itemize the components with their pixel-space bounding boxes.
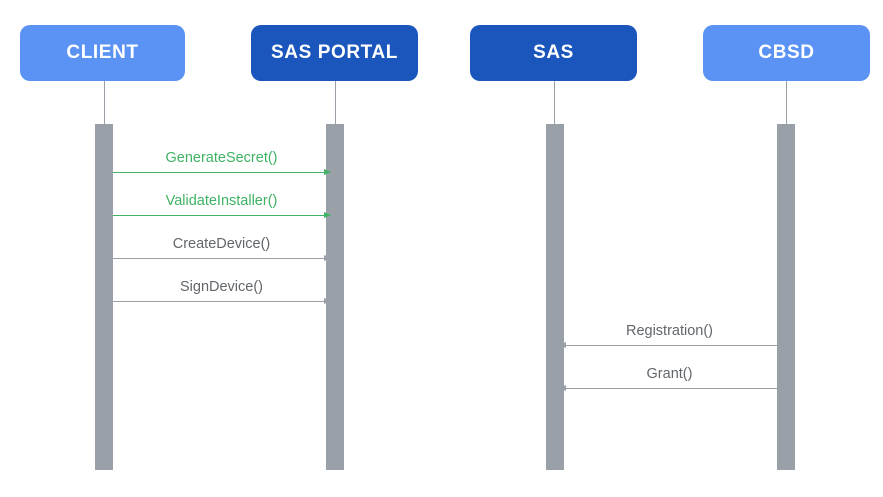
participant-label-cbsd: CBSD <box>758 42 815 63</box>
message-line-generate-secret <box>113 172 330 173</box>
lifeline-client <box>104 81 105 124</box>
arrowhead-right-generate-secret <box>324 168 331 175</box>
message-line-registration <box>560 345 779 346</box>
participant-box-cbsd[interactable]: CBSD <box>703 25 870 81</box>
message-line-sign-device <box>113 301 330 302</box>
message-label-grant: Grant() <box>646 366 693 382</box>
message-label-registration: Registration() <box>625 323 714 339</box>
message-line-validate-installer <box>113 215 330 216</box>
message-label-create-device: CreateDevice() <box>172 236 271 252</box>
lifeline-sas <box>554 81 555 124</box>
activation-bar-cbsd <box>777 124 795 470</box>
activation-bar-client <box>95 124 113 470</box>
arrowhead-right-validate-installer <box>324 211 331 218</box>
arrowhead-left-registration <box>559 341 566 348</box>
message-line-create-device <box>113 258 330 259</box>
message-label-validate-installer: ValidateInstaller() <box>165 193 278 209</box>
message-label-generate-secret: GenerateSecret() <box>165 150 278 166</box>
message-line-grant <box>560 388 779 389</box>
arrowhead-right-sign-device <box>324 297 331 304</box>
participant-box-sas[interactable]: SAS <box>470 25 637 81</box>
activation-bar-sas <box>546 124 564 470</box>
arrowhead-left-grant <box>559 384 566 391</box>
activation-bar-sas-portal <box>326 124 344 470</box>
message-label-sign-device: SignDevice() <box>180 279 263 295</box>
participant-box-sas-portal[interactable]: SAS PORTAL <box>251 25 418 81</box>
arrowhead-right-create-device <box>324 254 331 261</box>
participant-label-sas-portal: SAS PORTAL <box>270 42 399 63</box>
lifeline-sas-portal <box>335 81 336 124</box>
participant-label-sas: SAS <box>533 42 574 63</box>
participant-box-client[interactable]: CLIENT <box>20 25 185 81</box>
participant-label-client: CLIENT <box>66 42 139 63</box>
lifeline-cbsd <box>786 81 787 124</box>
